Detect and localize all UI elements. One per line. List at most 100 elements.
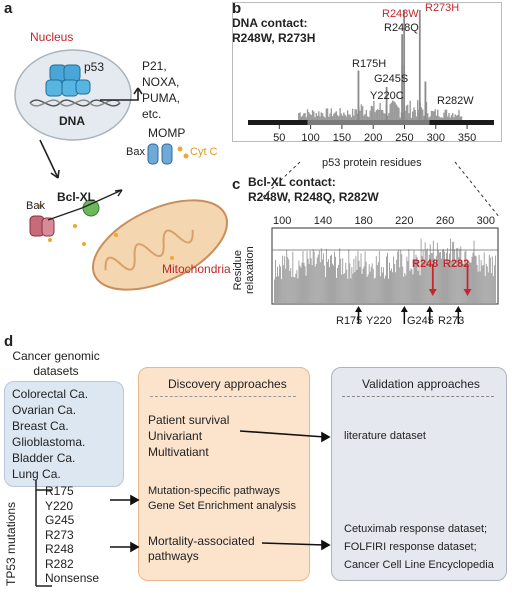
hist-bar xyxy=(373,100,375,120)
relaxation-bar xyxy=(345,262,347,304)
relaxation-bar xyxy=(298,260,300,304)
hist-bar xyxy=(393,101,395,120)
relaxation-bar xyxy=(485,263,487,304)
relaxation-bar xyxy=(423,262,425,304)
peak-label-r248q: R248Q xyxy=(384,22,419,34)
discovery-item: Mortality-associated xyxy=(148,534,255,548)
relaxation-bar xyxy=(368,264,370,304)
relaxation-bar xyxy=(376,265,378,304)
relaxation-bar xyxy=(451,260,453,304)
relaxation-bar xyxy=(284,256,286,304)
hist-bar xyxy=(428,117,430,120)
relaxation-bar xyxy=(353,258,355,304)
relaxation-bar xyxy=(354,272,356,304)
discovery-group-survival: Patient survival Univariant Multivatiant xyxy=(148,412,229,460)
relaxation-bar xyxy=(381,272,383,304)
hist-bar xyxy=(457,115,459,120)
relaxation-bar xyxy=(309,250,311,304)
relaxation-bar xyxy=(373,278,375,304)
relaxation-bar xyxy=(302,250,304,304)
relaxation-bar xyxy=(292,251,294,304)
relaxation-bar xyxy=(450,238,452,304)
panel-b-title-line2: R248W, R273H xyxy=(232,31,316,45)
hist-bar xyxy=(395,104,398,120)
panel-c-title-line1: Bcl-XL contact: xyxy=(248,175,336,189)
relaxation-bar xyxy=(335,256,337,304)
hist-bar xyxy=(363,115,365,120)
hist-bar xyxy=(343,112,345,120)
dataset-item: Bladder Ca. xyxy=(12,451,76,465)
hist-bar xyxy=(396,106,399,120)
relaxation-bar xyxy=(473,240,475,304)
relaxation-bar xyxy=(398,249,400,304)
relaxation-bar xyxy=(490,273,492,304)
relaxation-bar xyxy=(439,251,441,304)
hist-bar xyxy=(309,113,311,120)
relaxation-bar xyxy=(375,256,377,304)
hist-bar xyxy=(445,109,448,120)
hist-bar xyxy=(370,105,373,120)
hist-bar xyxy=(437,109,439,120)
relaxation-bar xyxy=(409,270,411,304)
x-tick-label: 250 xyxy=(395,132,413,144)
relaxation-bar xyxy=(314,266,316,304)
hist-peak-bar xyxy=(403,10,406,120)
dataset-item: Colorectal Ca. xyxy=(12,387,89,401)
relaxation-bar xyxy=(299,265,301,304)
relaxation-bar xyxy=(365,261,367,304)
panel-b-title: DNA contact: R248W, R273H xyxy=(232,16,315,46)
hist-bar xyxy=(417,100,419,120)
relaxation-bar xyxy=(303,262,305,304)
hist-bar xyxy=(320,112,323,120)
p53-label: p53 xyxy=(84,60,105,74)
relaxation-bar xyxy=(399,267,401,304)
relaxation-bar xyxy=(397,251,399,304)
mutation-item: Nonsense xyxy=(45,571,100,585)
hist-bar xyxy=(328,116,330,120)
relaxation-bar xyxy=(297,278,299,304)
relaxation-bar xyxy=(332,263,333,304)
hist-bar xyxy=(390,102,393,120)
mutation-item: R175 xyxy=(45,484,74,498)
hist-bar xyxy=(335,111,338,120)
relaxation-bar xyxy=(300,267,302,304)
hist-bar xyxy=(336,115,339,120)
peak-label-y220c: Y220C xyxy=(370,90,404,102)
c-arrow-label-r175: R175 xyxy=(336,315,363,327)
mutation-item: R282 xyxy=(45,556,74,571)
relaxation-bar xyxy=(383,278,385,304)
bak-protein-icon xyxy=(29,215,55,237)
relaxation-bar xyxy=(330,255,331,304)
x-tick-label: 50 xyxy=(273,132,285,144)
relaxation-bar xyxy=(408,249,410,304)
relaxation-bar xyxy=(452,241,454,304)
momp-label: MOMP xyxy=(148,126,186,140)
c-arrow-label-g245: G245 xyxy=(407,315,434,327)
relaxation-bar xyxy=(336,277,338,304)
hist-bar xyxy=(394,102,396,120)
relaxation-bar xyxy=(347,278,349,304)
relaxation-bar xyxy=(320,248,322,304)
hist-bar xyxy=(380,109,383,120)
hist-bar xyxy=(435,115,438,120)
hist-bar xyxy=(319,116,321,120)
relaxation-bar xyxy=(290,268,292,304)
x-tick-label: 100 xyxy=(301,132,319,144)
hist-bar xyxy=(354,109,356,120)
relaxation-bar xyxy=(367,274,369,304)
hist-bar xyxy=(413,107,415,120)
relaxation-bar xyxy=(363,266,365,304)
datasets-list: Colorectal Ca. Ovarian Ca. Breast Ca. Gl… xyxy=(12,386,88,482)
panel-b-xaxis-title: p53 protein residues xyxy=(322,157,422,169)
relaxation-bar xyxy=(491,256,493,304)
relaxation-bar xyxy=(308,263,310,304)
validation-divider xyxy=(342,396,494,397)
relaxation-bar xyxy=(418,261,420,304)
hist-bar xyxy=(334,112,336,120)
c-x-tick-label: 260 xyxy=(436,215,454,227)
hist-bar xyxy=(454,114,456,120)
relaxation-bar xyxy=(276,276,277,304)
hist-bar xyxy=(341,115,344,120)
hist-bar xyxy=(338,116,340,120)
tp53-bracket xyxy=(35,480,52,587)
